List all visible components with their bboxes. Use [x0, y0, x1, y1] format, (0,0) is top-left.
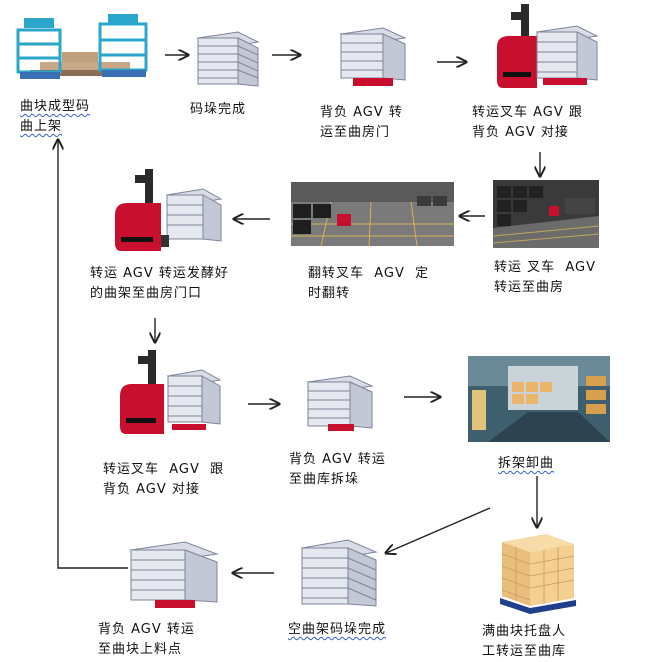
step-6-label: 翻转叉车 AGV 定 时翻转	[308, 266, 430, 301]
step-3-label: 背负 AGV 转 运至曲房门	[320, 105, 403, 140]
step-2-label: 码垛完成	[190, 102, 247, 117]
forming-machine-image	[16, 14, 148, 79]
step-12-label: 空曲架码垛完成	[288, 622, 387, 637]
empty-rack-stack-image	[300, 539, 378, 607]
transfer-agv-image	[115, 169, 223, 251]
arrow-11-12	[386, 507, 491, 553]
rack-stack-image	[196, 31, 260, 87]
unloading-line-image	[468, 356, 610, 442]
step-10-label: 拆架卸曲	[498, 456, 555, 471]
step-1-label: 曲块成型码 曲上架	[20, 99, 91, 134]
step-11-label: 满曲块托盘人 工转运至曲库	[482, 624, 567, 659]
flip-forklift-scene-image	[291, 182, 454, 246]
step-8-label: 转运叉车 AGV 跟 背负 AGV 对接	[103, 462, 225, 497]
curing-room-transport-image	[493, 180, 599, 248]
rack-on-agv-image	[339, 27, 407, 86]
agv-return-image	[129, 541, 219, 608]
forklift-agv-docking-image	[497, 4, 599, 88]
step-4-label: 转运叉车 AGV 跟 背负 AGV 对接	[472, 105, 583, 140]
step-13-label: 背负 AGV 转运 至曲块上料点	[98, 622, 195, 657]
step-9-label: 背负 AGV 转运 至曲库拆垛	[289, 452, 386, 487]
step-7-label: 转运 AGV 转运发酵好 的曲架至曲房门口	[90, 266, 229, 301]
step-5-label: 转运 叉车 AGV 转运至曲房	[494, 260, 597, 295]
forklift-docking-image	[120, 350, 222, 434]
arrow-13-1	[58, 140, 128, 569]
agv-to-warehouse-image	[306, 375, 374, 431]
full-pallet-image	[500, 534, 576, 614]
